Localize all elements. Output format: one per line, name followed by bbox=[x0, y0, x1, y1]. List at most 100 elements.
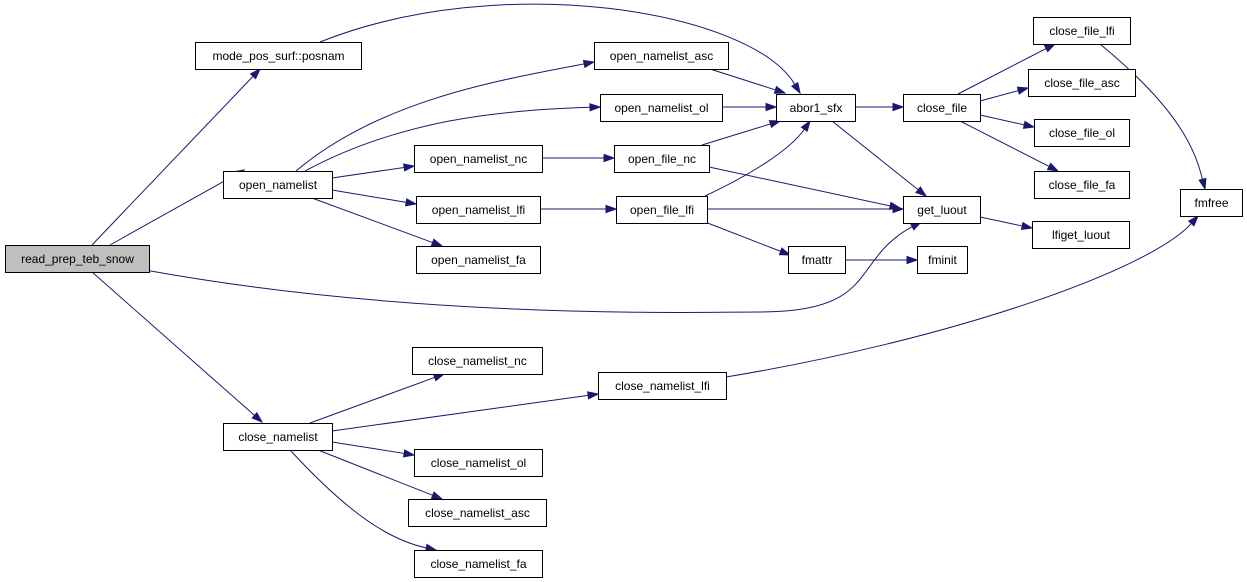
edges bbox=[91, 3, 1207, 552]
edge-close_file-to-close_file_ol bbox=[979, 114, 1036, 129]
arrowhead bbox=[1043, 43, 1057, 53]
arrowhead bbox=[403, 163, 416, 172]
edge-open_namelist_nc-to-open_file_nc bbox=[542, 153, 616, 163]
node-close-file-ol[interactable]: close_file_ol bbox=[1034, 119, 1130, 147]
node-open-namelist-ol[interactable]: open_namelist_ol bbox=[600, 94, 723, 122]
edge-get_luout-to-lfiget_luout bbox=[979, 216, 1034, 230]
edge-open_file_nc-to-get_luout bbox=[708, 166, 902, 210]
node-box bbox=[223, 171, 333, 199]
node-box bbox=[416, 246, 541, 274]
node-label: close_file_asc bbox=[1044, 76, 1119, 90]
edge-abor1_sfx-to-close_file bbox=[855, 102, 905, 112]
node-open-file-nc[interactable]: open_file_nc bbox=[614, 145, 710, 173]
edge-fmattr-to-fminit bbox=[845, 255, 919, 265]
node-close-namelist[interactable]: close_namelist bbox=[223, 423, 333, 451]
arrowhead bbox=[1187, 214, 1200, 227]
node-label: lfiget_luout bbox=[1052, 228, 1111, 242]
arrowhead bbox=[1046, 162, 1060, 172]
node-label: open_namelist bbox=[239, 178, 318, 192]
node-close-file-asc[interactable]: close_file_asc bbox=[1028, 69, 1136, 97]
edge-open_namelist-to-open_namelist_nc bbox=[331, 163, 416, 179]
node-fmattr[interactable]: fmattr bbox=[788, 246, 846, 274]
node-label: close_namelist_ol bbox=[431, 456, 526, 470]
node-open-file-lfi[interactable]: open_file_lfi bbox=[616, 196, 708, 224]
edge-close_namelist-to-close_namelist_lfi bbox=[331, 391, 600, 432]
arrowhead bbox=[402, 449, 416, 458]
node-open-namelist-asc[interactable]: open_namelist_asc bbox=[594, 42, 729, 70]
node-close-namelist-ol[interactable]: close_namelist_ol bbox=[414, 449, 543, 477]
arrowhead bbox=[603, 153, 616, 163]
edge-line bbox=[1099, 43, 1204, 180]
edge-line bbox=[331, 394, 589, 432]
edge-line bbox=[709, 68, 776, 91]
arrowhead bbox=[430, 491, 444, 500]
node-open-namelist[interactable]: open_namelist bbox=[223, 171, 333, 199]
node-abor1-sfx[interactable]: abor1_sfx bbox=[776, 94, 856, 122]
arrowhead bbox=[915, 186, 928, 197]
node-close-namelist-asc[interactable]: close_namelist_asc bbox=[408, 499, 547, 527]
edge-line bbox=[309, 376, 435, 424]
arrowhead bbox=[432, 373, 446, 382]
arrowhead bbox=[605, 204, 618, 214]
edge-line bbox=[704, 128, 805, 197]
edge-abor1_sfx-to-get_luout bbox=[831, 120, 928, 197]
arrowhead bbox=[249, 67, 262, 80]
node-close-namelist-nc[interactable]: close_namelist_nc bbox=[412, 347, 543, 375]
node-box bbox=[414, 145, 543, 173]
node-fmfree[interactable]: fmfree bbox=[1180, 189, 1243, 217]
edge-line bbox=[957, 48, 1047, 95]
node-open-namelist-nc[interactable]: open_namelist_nc bbox=[414, 145, 543, 173]
node-label: close_namelist_asc bbox=[425, 506, 530, 520]
node-label: close_namelist_fa bbox=[430, 557, 526, 571]
arrowhead bbox=[773, 85, 787, 94]
node-box bbox=[416, 196, 541, 224]
edge-read_prep_teb_snow-to-close_namelist bbox=[91, 271, 264, 424]
node-open-namelist-lfi[interactable]: open_namelist_lfi bbox=[416, 196, 541, 224]
edge-open_namelist-to-open_namelist_ol bbox=[304, 103, 602, 172]
arrowhead bbox=[906, 255, 919, 265]
node-label: open_file_nc bbox=[628, 152, 696, 166]
edge-line bbox=[331, 441, 405, 454]
edge-line bbox=[109, 174, 236, 246]
node-label: abor1_sfx bbox=[790, 101, 843, 115]
edge-close_file-to-close_file_fa bbox=[959, 120, 1060, 172]
edge-close_file-to-close_file_asc bbox=[979, 86, 1030, 102]
edge-open_file_lfi-to-abor1_sfx bbox=[704, 119, 811, 197]
edge-open_file_nc-to-abor1_sfx bbox=[701, 120, 782, 146]
node-close-file-lfi[interactable]: close_file_lfi bbox=[1033, 17, 1131, 45]
node-box bbox=[412, 347, 543, 375]
edge-line bbox=[331, 166, 405, 179]
edge-line bbox=[91, 75, 254, 246]
node-label: open_file_lfi bbox=[630, 203, 694, 217]
node-fminit[interactable]: fminit bbox=[917, 246, 968, 274]
arrowhead bbox=[765, 102, 778, 112]
edge-line bbox=[317, 449, 433, 496]
node-label: open_namelist_lfi bbox=[432, 203, 525, 217]
node-close-namelist-lfi[interactable]: close_namelist_lfi bbox=[598, 372, 727, 400]
node-label: close_file bbox=[917, 101, 967, 115]
edge-open_file_lfi-to-get_luout bbox=[707, 204, 905, 214]
node-mode-pos-surf[interactable]: mode_pos_surf::posnam bbox=[195, 42, 362, 70]
edge-close_namelist-to-close_namelist_asc bbox=[317, 449, 444, 500]
node-label: read_prep_teb_snow bbox=[21, 252, 134, 266]
node-close-file-fa[interactable]: close_file_fa bbox=[1034, 171, 1130, 199]
edge-line bbox=[701, 123, 771, 146]
node-lfiget-luout[interactable]: lfiget_luout bbox=[1032, 221, 1130, 249]
edge-close_file_lfi-to-fmfree bbox=[1099, 43, 1207, 191]
node-label: open_namelist_fa bbox=[431, 253, 526, 267]
arrowhead bbox=[1022, 120, 1036, 129]
node-box bbox=[408, 499, 547, 527]
node-get-luout[interactable]: get_luout bbox=[903, 196, 981, 224]
node-read-prep-teb-snow[interactable]: read_prep_teb_snow bbox=[5, 245, 150, 273]
node-box bbox=[614, 145, 710, 173]
edge-line bbox=[979, 114, 1025, 126]
arrowhead bbox=[778, 247, 792, 256]
edge-line bbox=[831, 120, 919, 191]
node-label: get_luout bbox=[917, 203, 967, 217]
node-box bbox=[1033, 17, 1131, 45]
node-close-namelist-fa[interactable]: close_namelist_fa bbox=[414, 550, 543, 578]
node-close-file[interactable]: close_file bbox=[903, 94, 981, 122]
node-open-namelist-fa[interactable]: open_namelist_fa bbox=[416, 246, 541, 274]
node-box bbox=[195, 42, 362, 70]
